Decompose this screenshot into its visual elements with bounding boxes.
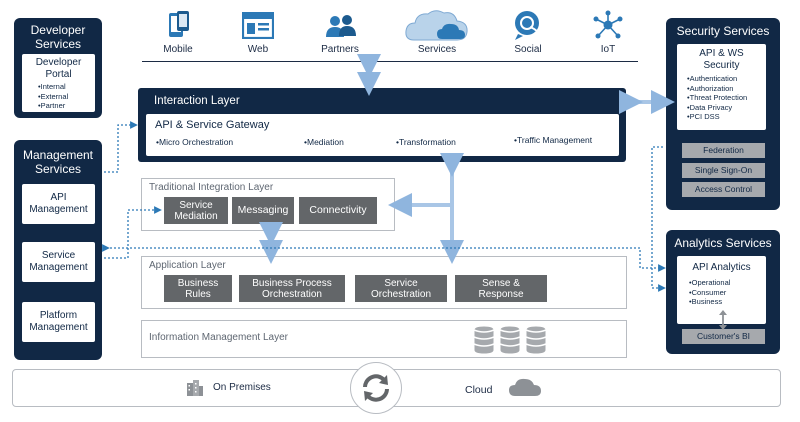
api-gateway-card[interactable]: API & Service Gateway Micro Orchestratio… bbox=[146, 114, 619, 156]
list-item: Consumer bbox=[689, 288, 730, 298]
channel-social[interactable]: Social bbox=[498, 10, 558, 62]
cloud-services-icon bbox=[405, 10, 468, 41]
management-services-panel: Management Services API Management Servi… bbox=[14, 140, 102, 360]
list-item: External bbox=[38, 92, 95, 102]
security-services-panel: Security Services API & WS Security Auth… bbox=[666, 18, 780, 210]
list-item: PCI DSS bbox=[687, 112, 766, 122]
list-item: Business bbox=[689, 297, 730, 307]
connectivity-chip[interactable]: Connectivity bbox=[299, 197, 377, 224]
building-icon bbox=[187, 380, 203, 396]
api-ws-security-card[interactable]: API & WS Security Authentication Authori… bbox=[677, 44, 766, 130]
database-icon bbox=[473, 325, 547, 355]
list-item: Operational bbox=[689, 278, 731, 288]
channel-web[interactable]: Web bbox=[228, 10, 288, 62]
mobile-icon bbox=[169, 11, 189, 37]
on-premises-label: On Premises bbox=[213, 382, 271, 393]
channel-label: Services bbox=[417, 44, 457, 55]
single-sign-on-button[interactable]: Single Sign-On bbox=[682, 163, 765, 178]
sense-response-chip[interactable]: Sense &Response bbox=[455, 275, 547, 302]
api-analytics-title: API Analytics bbox=[692, 262, 751, 273]
partners-icon bbox=[326, 15, 356, 37]
list-item: Authentication bbox=[687, 74, 766, 84]
developer-portal-card[interactable]: Developer Portal Internal External Partn… bbox=[22, 54, 95, 112]
analytics-list: Operational Consumer Business bbox=[689, 278, 731, 307]
customers-bi-button[interactable]: Customer's BI bbox=[682, 329, 765, 344]
security-list: Authentication Authorization Threat Prot… bbox=[687, 74, 766, 122]
cloud-icon bbox=[509, 378, 541, 396]
gateway-item: Mediation bbox=[304, 137, 344, 148]
channel-iot[interactable]: IoT bbox=[580, 10, 636, 62]
dotted-service-management-analytics bbox=[102, 244, 666, 272]
list-item: Internal bbox=[38, 82, 95, 92]
social-icon bbox=[515, 11, 541, 40]
developer-services-panel: Developer Services Developer Portal Inte… bbox=[14, 18, 102, 118]
channel-mobile[interactable]: Mobile bbox=[148, 10, 208, 62]
management-services-title: Management Services bbox=[22, 148, 94, 176]
gateway-item: Transformation bbox=[396, 137, 456, 148]
gateway-item: Micro Orchestration bbox=[156, 137, 233, 148]
interaction-layer-title: Interaction Layer bbox=[154, 95, 240, 107]
channel-divider bbox=[142, 61, 638, 62]
list-item: Partner bbox=[38, 101, 95, 111]
service-management-card[interactable]: Service Management bbox=[22, 242, 95, 282]
iot-icon bbox=[593, 10, 623, 39]
gateway-item: Traffic Management bbox=[514, 135, 592, 146]
platform-management-card[interactable]: Platform Management bbox=[22, 302, 95, 342]
channel-label: Partners bbox=[321, 44, 359, 55]
security-services-title: Security Services bbox=[676, 24, 770, 38]
channel-row: Mobile Web Partners Services bbox=[140, 6, 640, 62]
channel-partners[interactable]: Partners bbox=[310, 10, 370, 62]
analytics-services-title: Analytics Services bbox=[674, 236, 772, 250]
api-gateway-title: API & Service Gateway bbox=[155, 119, 270, 131]
developer-services-title: Developer Services bbox=[30, 23, 86, 51]
channel-label: Social bbox=[514, 44, 542, 55]
information-layer-title: Information Management Layer bbox=[149, 332, 288, 343]
federation-button[interactable]: Federation bbox=[682, 143, 765, 158]
channel-services[interactable]: Services bbox=[402, 6, 472, 62]
messaging-chip[interactable]: Messaging bbox=[232, 197, 294, 224]
dotted-service-management-traditional bbox=[104, 206, 162, 259]
interaction-layer-panel: Interaction Layer API & Service Gateway … bbox=[138, 88, 626, 162]
access-control-button[interactable]: Access Control bbox=[682, 182, 765, 197]
developer-portal-title: Developer Portal bbox=[35, 57, 82, 80]
developer-portal-list: Internal External Partner bbox=[38, 82, 95, 111]
api-ws-security-title: API & WS Security bbox=[699, 48, 744, 71]
analytics-services-panel: Analytics Services API Analytics Operati… bbox=[666, 230, 780, 354]
information-management-layer: Information Management Layer bbox=[141, 320, 627, 358]
list-item: Data Privacy bbox=[687, 103, 766, 113]
sync-circle bbox=[350, 362, 402, 414]
list-item: Threat Protection bbox=[687, 93, 766, 103]
sync-icon bbox=[363, 374, 389, 402]
dotted-federation-analytics bbox=[651, 146, 666, 292]
channel-label: Web bbox=[247, 44, 269, 55]
web-icon bbox=[242, 12, 274, 39]
api-management-card[interactable]: API Management bbox=[22, 184, 95, 224]
dotted-api-management-interaction bbox=[104, 121, 138, 173]
list-item: Authorization bbox=[687, 84, 766, 94]
traditional-layer-title: Traditional Integration Layer bbox=[149, 182, 274, 193]
channel-label: Mobile bbox=[163, 44, 193, 55]
cloud-label: Cloud bbox=[465, 384, 493, 396]
channel-label: IoT bbox=[600, 44, 616, 55]
